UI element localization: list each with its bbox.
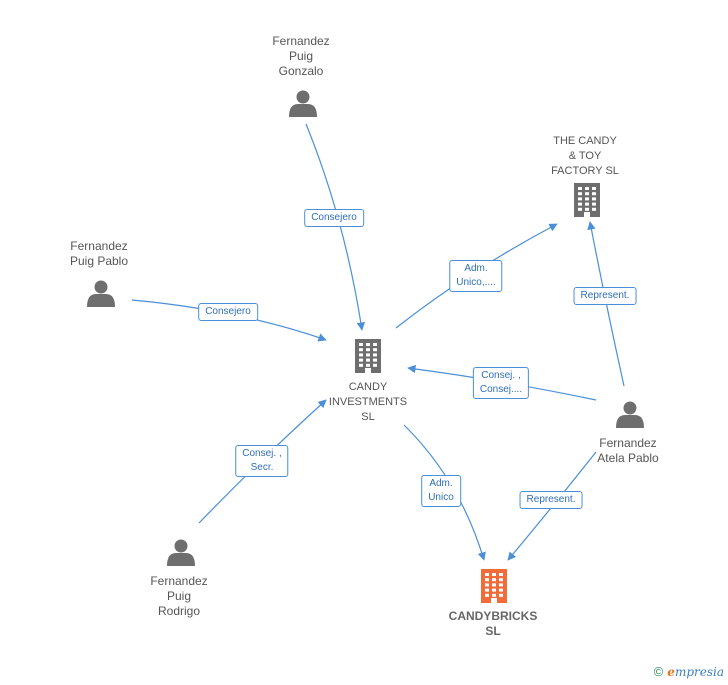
- person-icon-rodrigo[interactable]: [167, 539, 195, 567]
- node-label-atela[interactable]: Fernandez Atela Pablo: [597, 436, 659, 465]
- person-icon-pablo[interactable]: [87, 280, 115, 308]
- edge-gonzalo-to-invest: [305, 123, 365, 331]
- edge-label-atela-bricks[interactable]: Represent.: [519, 491, 583, 509]
- building-icon-invest[interactable]: [355, 339, 381, 373]
- footer-brand: ©empresia: [654, 664, 724, 679]
- node-label-gonzalo[interactable]: Fernandez Puig Gonzalo: [272, 34, 330, 78]
- node-label-pablo[interactable]: Fernandez Puig Pablo: [69, 239, 129, 268]
- icons-layer: [87, 90, 644, 603]
- node-label-invest[interactable]: CANDY INVESTMENTS SL: [328, 381, 408, 423]
- building-icon-bricks[interactable]: [481, 569, 507, 603]
- person-icon-atela[interactable]: [616, 401, 644, 429]
- building-icon-toy[interactable]: [574, 183, 600, 217]
- edge-label-pablo-invest[interactable]: Consejero: [198, 303, 258, 321]
- brand-logo[interactable]: empresia: [667, 665, 724, 679]
- edge-label-invest-toy[interactable]: Adm. Unico,....: [449, 260, 503, 292]
- edge-label-rodrigo-invest[interactable]: Consej. , Secr.: [235, 445, 289, 477]
- edge-label-atela-toy[interactable]: Represent.: [573, 287, 637, 305]
- copyright-icon: ©: [653, 664, 664, 679]
- edge-label-gonzalo-invest[interactable]: Consejero: [304, 209, 364, 227]
- person-icon-gonzalo[interactable]: [289, 90, 317, 118]
- node-label-toy[interactable]: THE CANDY & TOY FACTORY SL: [551, 135, 619, 177]
- node-label-rodrigo[interactable]: Fernandez Puig Rodrigo: [150, 574, 208, 618]
- edge-label-invest-bricks[interactable]: Adm. Unico: [421, 475, 461, 507]
- node-label-bricks[interactable]: CANDYBRICKS SL: [448, 609, 538, 638]
- edge-label-atela-invest[interactable]: Consej. , Consej....: [472, 367, 530, 399]
